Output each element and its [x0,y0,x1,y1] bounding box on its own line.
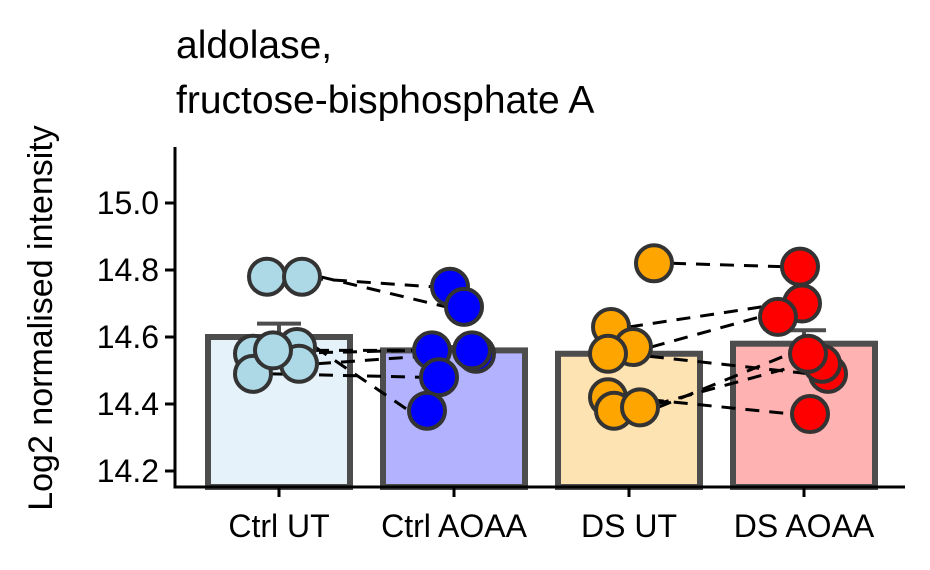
point-3-4 [588,333,628,374]
point-3-7 [620,387,660,428]
x-tick-label-1: Ctrl UT [228,508,329,544]
point-1-2 [282,256,322,297]
point-4-3 [758,296,798,337]
point-3-1 [634,243,674,284]
title-line-1: aldolase, [176,24,332,67]
x-tick-label-4: DS AOAA [734,508,875,544]
pair-line-1-2 [319,275,447,309]
y-tick-label-5: 15.0 [97,185,159,221]
x-tick-label-2: Ctrl AOAA [381,508,527,544]
pair-line-1-5 [314,345,410,412]
points-layer [233,243,848,435]
pair-line-2-3 [650,315,761,349]
point-4-1 [780,246,820,287]
point-1-1 [247,256,287,297]
y-axis-title: Log2 normalised intensity [22,125,60,511]
point-4-5 [790,394,830,435]
chart-title: aldolase, fructose-bisphosphate A [176,24,594,122]
pair-line-2-1 [671,261,783,269]
pair-line-2-2 [628,302,785,329]
x-tick-label-3: DS UT [581,508,677,544]
pair-line-2-6 [631,362,805,413]
y-tick-label-1: 14.2 [97,453,159,489]
point-4-7 [788,333,828,374]
y-tick-label-3: 14.6 [97,319,159,355]
point-2-4 [419,357,459,398]
point-2-7 [452,330,492,371]
point-2-5 [407,390,447,431]
point-2-2 [444,286,484,327]
title-line-2: fructose-bisphosphate A [176,79,594,122]
y-tick-label-4: 14.8 [97,252,159,288]
pairing-lines-layer [270,261,811,416]
y-tick-label-2: 14.4 [97,386,159,422]
point-1-7 [253,330,293,371]
